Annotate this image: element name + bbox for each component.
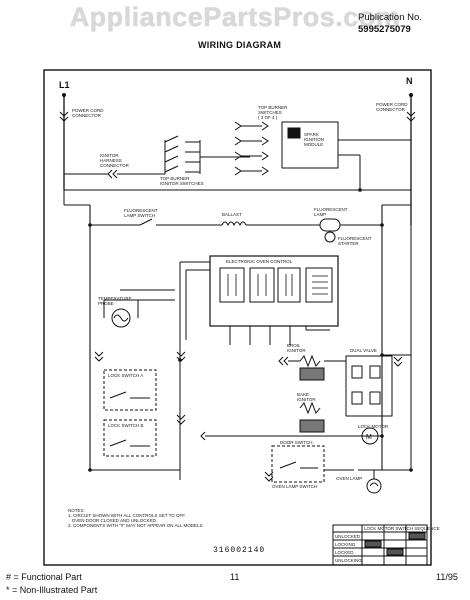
non-illustrated-part-legend: * = Non-Illustrated Part [6, 585, 98, 595]
lock-switch-a-label: LOCK SWITCH A [108, 373, 144, 378]
oven-lamp-label: OVEN LAMP [336, 476, 363, 481]
top-burner-switches-label: TOP BURNER SWITCHES ( 3 OF 4 ) [258, 105, 288, 120]
note-1: 1. CIRCUIT SHOWN WITH ALL CONTROLS SET T… [68, 513, 186, 518]
lock-sequence-row-1: UNLOCKED [335, 534, 361, 539]
n-terminal-label: N [406, 76, 413, 86]
lock-sequence-row-2: LOCKING [335, 542, 356, 547]
top-burner-ignitor-switches [164, 135, 250, 174]
control-relay-3 [277, 267, 301, 303]
svg-text:M: M [366, 434, 372, 441]
l1-terminal-label: L1 [59, 80, 70, 90]
lock-switch-a-box [103, 369, 157, 411]
top-burner-ignitor-switches-label: TOP BURNER IGNITOR SWITCHES [160, 176, 204, 186]
broil-ignitor-block [299, 367, 325, 381]
lock-motor-label: LOCK MOTOR [358, 424, 389, 429]
oven-control-label: ELECTRONIC OVEN CONTROL [226, 259, 293, 264]
diagram-part-number: 316002140 [213, 546, 266, 555]
broil-ignitor-label: BROIL IGNITOR [287, 343, 306, 353]
fluorescent-lamp-label: FLUORESCENT LAMP [314, 207, 348, 217]
spark-electrodes [234, 121, 269, 176]
door-switch-box [271, 445, 325, 483]
notes-title: NOTES: [68, 508, 85, 513]
publication-number: 5995275079 [358, 24, 411, 35]
ballast-coil [221, 221, 247, 227]
power-cord-left-connector [59, 111, 69, 122]
lock-sequence-table [332, 524, 428, 566]
diagram-border [43, 69, 432, 566]
power-cord-left-label: POWER CORD CONNECTOR [72, 108, 104, 118]
temperature-probe-label: TEMPERATURE PROBE [98, 296, 132, 306]
ignitor-harness-label: IGNITOR HARNESS CONNECTOR [100, 153, 129, 168]
fluorescent-lamp-tube [319, 218, 341, 232]
lock-switch-b-label: LOCK SWITCH B [108, 423, 144, 428]
temperature-probe-symbol [111, 308, 131, 328]
lock-motor-symbol [361, 427, 379, 445]
oven-control-box [209, 255, 339, 327]
power-cord-right-connector [406, 111, 416, 122]
fluorescent-starter-label: FLUORESCENT STARTER [338, 236, 372, 246]
door-switch-label: DOOR SWITCH [280, 440, 313, 445]
spark-module-box [281, 121, 339, 169]
bake-ignitor-label: BAKE IGNITOR [297, 392, 316, 402]
publication-info: Publication No. 5995275079 [358, 12, 422, 36]
footer-date: 11/95 [436, 572, 458, 582]
oven-lamp-symbol [366, 478, 382, 494]
oven-lamp-switch-label: OVEN LAMP SWITCH [272, 484, 318, 489]
control-transformer [305, 267, 333, 303]
lock-sequence-row-4: UNLOCKING [335, 558, 362, 563]
ballast-label: BALLAST [222, 212, 242, 217]
l1-terminal-dot [62, 93, 66, 97]
note-2: 2. COMPONENTS WITH "#" MAY NOT APPEAR ON… [68, 523, 204, 528]
lock-sequence-title: LOCK MOTOR SWITCH SEQUENCE [364, 526, 440, 531]
functional-part-legend: # = Functional Part [6, 572, 82, 582]
lower-left-connector [264, 471, 274, 482]
bake-ignitor-block [299, 419, 325, 433]
bake-ignitor-element [299, 401, 321, 415]
lock-switch-connector-left [94, 351, 104, 362]
power-cord-right-label: POWER CORD CONNECTOR [376, 102, 408, 112]
publication-label: Publication No. [358, 12, 422, 23]
control-relay-2 [249, 267, 275, 303]
diagram-title: WIRING DIAGRAM [198, 40, 282, 50]
ignitor-harness-connector [107, 169, 118, 179]
control-relay-1 [219, 267, 245, 303]
fluorescent-starter [324, 231, 336, 243]
notes-block: NOTES: 1. CIRCUIT SHOWN WITH ALL CONTROL… [68, 508, 204, 528]
dual-valve-label: DUAL VALVE [350, 348, 377, 353]
broil-ignitor-element [299, 354, 321, 368]
n-terminal-dot [409, 93, 413, 97]
dual-valve-box [345, 355, 393, 417]
note-1-cont: OVEN DOOR CLOSED AND UNLOCKED. [68, 518, 158, 523]
spark-module-label: SPARK IGNITION MODULE [304, 132, 324, 147]
site-watermark: AppliancePartsPros.com [69, 2, 401, 32]
lock-sequence-row-3: LOCKED [335, 550, 354, 555]
fluorescent-lamp-switch-label: FLUORESCENT LAMP SWITCH [124, 208, 158, 218]
page-number: 11 [230, 572, 240, 582]
lock-switch-b-box [103, 419, 157, 457]
